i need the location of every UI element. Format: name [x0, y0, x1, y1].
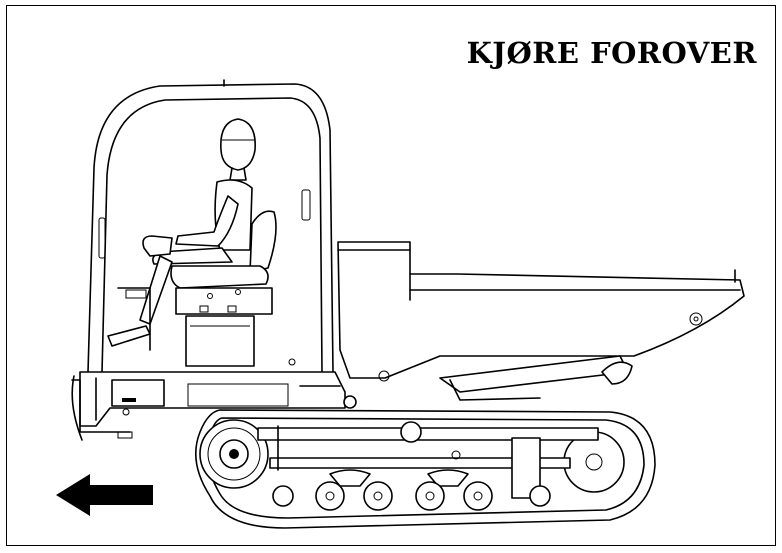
arrow-left-icon: [56, 474, 153, 516]
diagram-title: KJØRE FOROVER: [466, 36, 757, 70]
chassis: [71, 358, 357, 441]
dump-body: [337, 241, 745, 401]
operator-seat: [117, 210, 277, 367]
operator-figure: [107, 118, 256, 347]
crawler-track: [194, 409, 656, 529]
rops-cab-frame: [87, 79, 334, 373]
